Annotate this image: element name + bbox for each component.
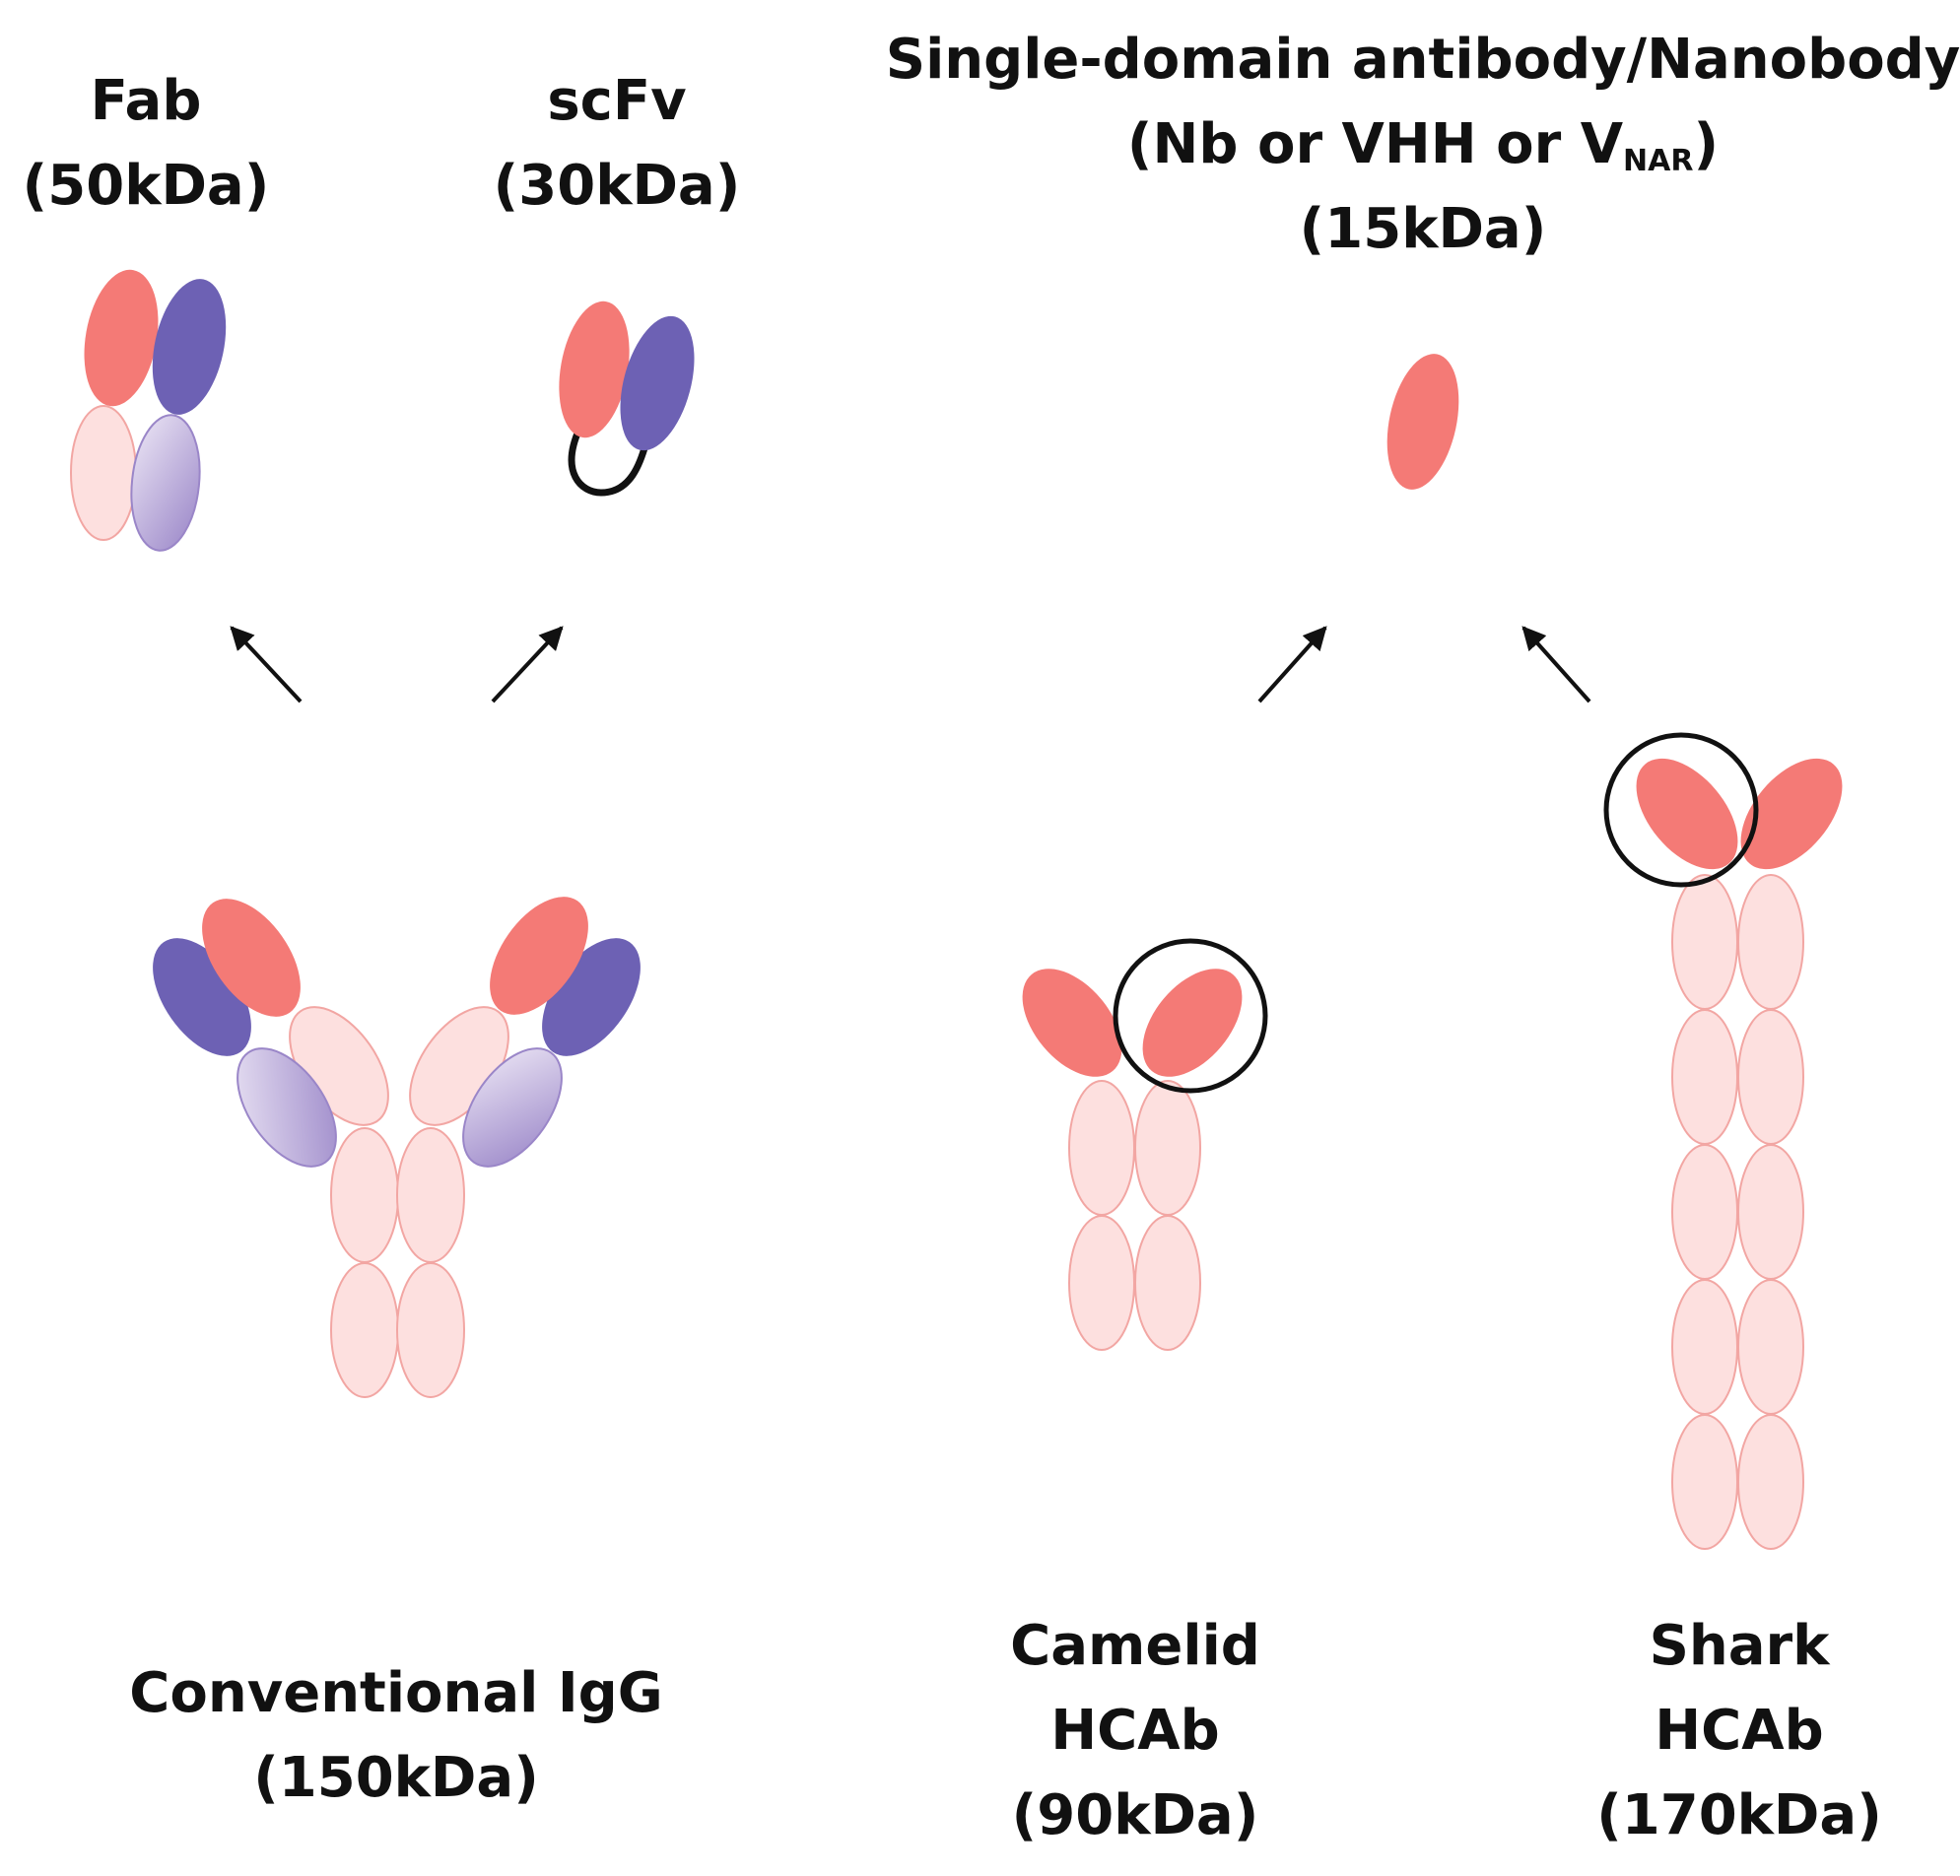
camelid-size: (90kDa) [1011, 1783, 1259, 1847]
igg-light-variable-domain [153, 938, 251, 1056]
nanobody-alt-suffix: ) [1693, 112, 1720, 176]
fab-light-constant-domain [130, 414, 201, 552]
arrow-shark-to-nanobody [1521, 626, 1591, 704]
nanobody-size: (15kDa) [1299, 197, 1547, 261]
shark-constant-domain [1737, 1144, 1804, 1280]
nanobody-label: Single-domain antibody/Nanobody (Nb or V… [886, 18, 1960, 272]
scfv-fragment [559, 301, 695, 497]
conventional-igg [153, 897, 641, 1398]
igg-heavy-variable-domain [202, 899, 301, 1017]
fab-light-variable-domain [152, 279, 227, 415]
fab-heavy-variable-domain [84, 269, 159, 407]
fab-label: Fab (50kDa) [23, 59, 270, 229]
shark-label: Shark HCAb (170kDa) [1596, 1604, 1882, 1858]
fab-size: (50kDa) [22, 154, 270, 218]
arrow-camelid-to-nanobody [1257, 626, 1327, 704]
fab-name: Fab [90, 69, 202, 133]
shark-vnar-domain [1740, 758, 1843, 870]
igg-fc-domain [396, 1127, 465, 1263]
shark-name: Shark [1649, 1614, 1830, 1678]
igg-light-constant-domain [462, 1047, 563, 1168]
shark-constant-domain [1671, 1279, 1738, 1415]
camelid-label: Camelid HCAb (90kDa) [1010, 1604, 1260, 1858]
igg-label: Conventional IgG (150kDa) [129, 1651, 662, 1821]
camelid-name: Camelid [1010, 1614, 1260, 1678]
arrow-igg-to-scfv [491, 626, 564, 704]
camelid-vhh-domain [1142, 969, 1243, 1077]
igg-fc-domain [396, 1262, 465, 1398]
shark-constant-domain [1737, 874, 1804, 1010]
shark-vnar-highlight-circle [1603, 732, 1759, 888]
camelid-vhh-domain [1022, 969, 1122, 1077]
shark-size: (170kDa) [1596, 1783, 1882, 1847]
camelid-hcab [1022, 938, 1268, 1351]
fab-heavy-constant-domain [70, 405, 137, 541]
shark-constant-domain [1737, 1414, 1804, 1550]
scfv-peptide-linker [568, 427, 650, 497]
igg-fc-domain [330, 1262, 399, 1398]
nanobody-alt-prefix: (Nb or VHH or V [1126, 112, 1624, 176]
shark-constant-domain [1671, 1009, 1738, 1145]
camelid-vhh-highlight-circle [1113, 938, 1268, 1094]
camelid-constant-domain [1068, 1215, 1135, 1351]
fab-fragment [70, 269, 227, 552]
scfv-light-variable-domain [620, 315, 695, 451]
igg-heavy-variable-domain [490, 897, 588, 1015]
shark-constant-domain [1737, 1279, 1804, 1415]
camelid-constant-domain [1134, 1215, 1201, 1351]
nanobody-name: Single-domain antibody/Nanobody [885, 28, 1960, 92]
shark-constant-domain [1671, 874, 1738, 1010]
camelid-constant-domain [1068, 1080, 1135, 1216]
shark-constant-domain [1737, 1009, 1804, 1145]
nanobody-domain [1386, 354, 1459, 490]
shark-constant-domain [1671, 1414, 1738, 1550]
scfv-size: (30kDa) [493, 154, 741, 218]
nanobody-alt-subscript: NAR [1623, 144, 1694, 178]
igg-fc-domain [330, 1127, 399, 1263]
scfv-label: scFv (30kDa) [494, 59, 741, 229]
igg-light-constant-domain [237, 1047, 337, 1168]
nanobody-alternative-names: (Nb or VHH or VNAR) [886, 102, 1960, 187]
igg-name: Conventional IgG [129, 1661, 663, 1725]
camelid-constant-domain [1134, 1080, 1201, 1216]
scfv-heavy-variable-domain [559, 301, 630, 438]
shark-type: HCAb [1655, 1699, 1824, 1763]
camelid-type: HCAb [1050, 1699, 1220, 1763]
shark-vnar-domain [1636, 758, 1738, 870]
igg-size: (150kDa) [253, 1746, 539, 1810]
shark-constant-domain [1671, 1144, 1738, 1280]
igg-light-variable-domain [542, 938, 641, 1056]
scfv-name: scFv [547, 69, 687, 133]
shark-hcab [1603, 732, 1843, 1550]
arrow-igg-to-fab [230, 626, 303, 704]
